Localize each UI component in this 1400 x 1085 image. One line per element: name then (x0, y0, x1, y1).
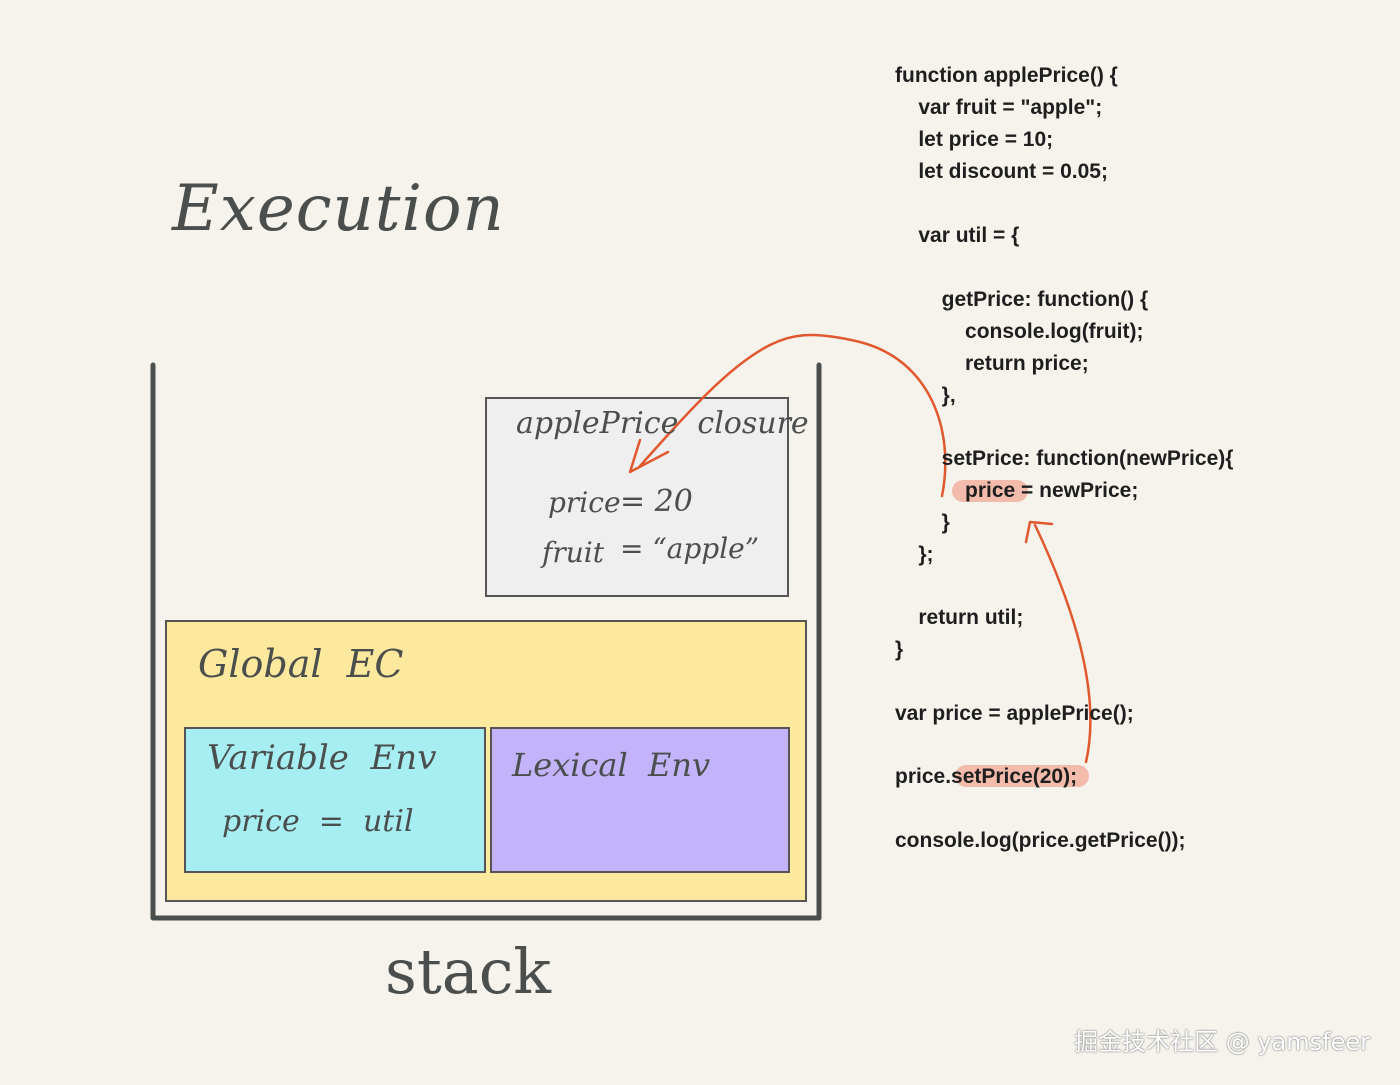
closure-title: applePrice closure (516, 406, 809, 441)
code-line: getPrice: function() { (895, 288, 1149, 311)
stack-label: stack (385, 935, 551, 1008)
code-line: } (895, 511, 950, 534)
code-line: }; (895, 543, 934, 566)
closure-var-fruit-name: fruit (542, 536, 604, 569)
stack-container (150, 362, 822, 921)
code-line: console.log(price.getPrice()); (895, 829, 1186, 852)
watermark: 掘金技术社区 @ yamsfeer (1074, 1028, 1370, 1056)
setprice-call-highlight (955, 765, 1089, 787)
variable-env-entry: price = util (222, 804, 414, 839)
closure-reference-arrow (638, 333, 947, 498)
call-arrow (1033, 523, 1092, 764)
closure-box (485, 397, 789, 597)
code-line: let discount = 0.05; (895, 160, 1108, 183)
closure-arrowhead (628, 438, 670, 474)
closure-var-price-value: = 20 (620, 484, 693, 519)
lexical-env-label: Lexical Env (512, 746, 711, 784)
code-line: setPrice: function(newPrice){ (895, 447, 1234, 470)
code-line: return util; (895, 606, 1024, 629)
code-line: function applePrice() { (895, 64, 1118, 87)
variable-env-box (184, 727, 486, 873)
code-line: return price; (895, 352, 1089, 375)
global-ec-label: Global EC (198, 642, 404, 686)
code-line: var price = applePrice(); (895, 702, 1134, 725)
closure-var-fruit-value: = “apple” (620, 532, 760, 565)
code-line: var fruit = "apple"; (895, 96, 1103, 119)
code-line: }, (895, 384, 956, 407)
lexical-env-box (490, 727, 790, 873)
code-line: let price = 10; (895, 128, 1054, 151)
page-title: Execution (172, 172, 505, 246)
code-line: price.setPrice(20); (895, 765, 1078, 788)
code-line: console.log(fruit); (895, 320, 1144, 343)
variable-env-label: Variable Env (207, 738, 437, 778)
code-line: var util = { (895, 224, 1020, 247)
call-arrowhead (1024, 520, 1054, 544)
code-line: } (895, 638, 904, 661)
price-assignment-highlight (952, 480, 1028, 502)
code-line: price = newPrice; (895, 479, 1139, 502)
closure-var-price-name: price (548, 486, 621, 519)
